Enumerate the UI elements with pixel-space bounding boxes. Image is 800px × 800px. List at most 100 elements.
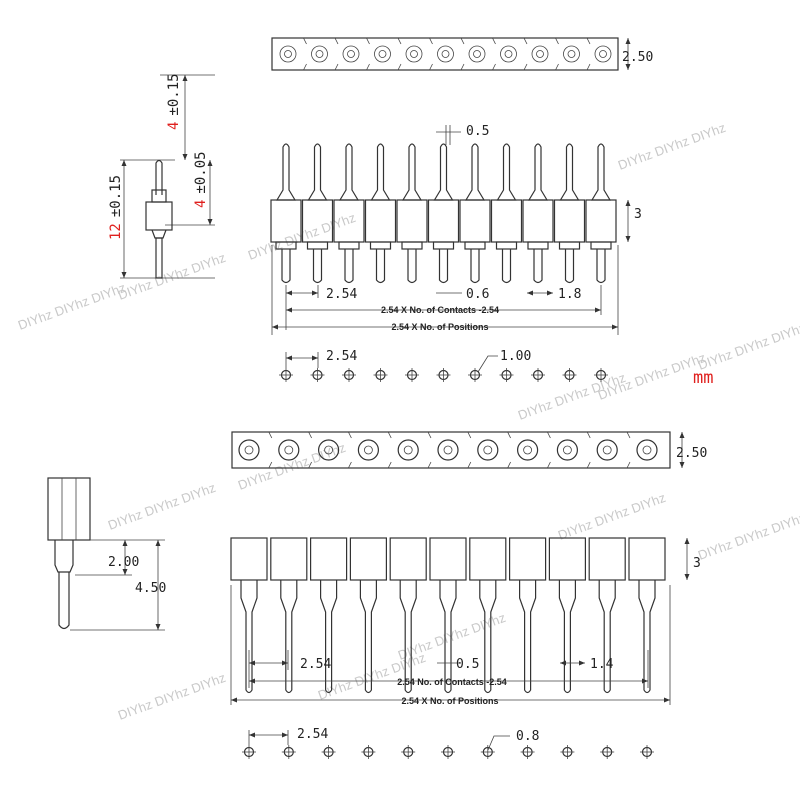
male-strip-hole-inner	[599, 50, 607, 58]
male-housing	[585, 199, 617, 243]
male-pin-lower	[344, 249, 354, 284]
male-1.8-dim-arrow	[547, 290, 553, 296]
female-strip-hole-inner	[403, 445, 413, 455]
male-pin-upper	[559, 143, 580, 201]
strip-notch	[429, 37, 433, 45]
female-housing	[389, 537, 427, 581]
female-housing	[429, 537, 467, 581]
male-collar	[590, 241, 612, 250]
female-pin	[439, 580, 457, 694]
female-strip-hole	[556, 439, 579, 461]
male-pin-upper	[590, 143, 612, 201]
strip-notch	[555, 63, 559, 71]
male-pitch-dim-arrow	[312, 290, 318, 296]
female-positions-dim-arrow	[231, 697, 237, 703]
male-collar	[495, 241, 518, 250]
male-housing	[396, 199, 428, 243]
male-strip-hole	[405, 45, 423, 63]
side-mid-dim-arrow	[207, 219, 213, 225]
svg-text:12±0.15: 12±0.15	[108, 175, 124, 240]
female-strip-hole	[477, 439, 499, 461]
male-collar	[275, 241, 297, 250]
male-pin-lower	[281, 249, 291, 284]
female-housing	[310, 537, 348, 581]
male-strip-hole-inner	[347, 50, 355, 58]
strip-notch	[427, 461, 432, 469]
female-strip-hole	[516, 439, 539, 461]
male-strip-hole	[311, 45, 328, 63]
female-strip-height-dim-arrow	[679, 462, 685, 468]
male-strip-hole	[374, 45, 391, 63]
male-pin-lower	[596, 249, 606, 284]
strip-notch	[507, 431, 511, 439]
side-tail-dim-arrow	[155, 540, 161, 546]
male-pitch-label: 2.54	[326, 287, 357, 302]
male-pin-upper	[527, 143, 549, 201]
female-fp-pitch-dim-arrow	[249, 732, 255, 738]
female-pin	[479, 580, 497, 694]
male-strip-hole	[563, 45, 580, 63]
strip-notch	[303, 63, 307, 71]
male-pin-lower	[533, 249, 543, 284]
strip-notch	[507, 461, 511, 469]
male-collar	[369, 241, 392, 250]
strip-notch	[523, 37, 528, 45]
side-pin-bottom	[155, 237, 163, 279]
strip-notch	[397, 37, 402, 45]
female-1.4-dim-arrow	[579, 660, 585, 666]
strip-notch	[387, 431, 392, 439]
male-pin-upper	[401, 143, 423, 201]
strip-notch	[626, 461, 631, 469]
female-strip-hole	[238, 439, 260, 461]
male-pin-lower	[312, 249, 323, 284]
male-strip-hole-inner	[315, 50, 324, 58]
strip-notch	[460, 63, 465, 71]
strip-notch	[523, 63, 528, 71]
female-pin	[598, 580, 616, 694]
female-tail-width-label: 1.4	[590, 657, 614, 672]
svg-text:4±0.15: 4±0.15	[166, 73, 182, 130]
male-positions-dim-arrow	[272, 324, 278, 330]
female-strip-height-label: 2.50	[676, 446, 707, 461]
male-pin-lower	[407, 249, 417, 284]
female-strip-hole-inner	[363, 445, 373, 455]
male-collar	[338, 241, 360, 250]
watermark-text: DIYhz DIYhz DIYhz	[556, 490, 668, 543]
female-strip-hole-inner	[443, 445, 453, 455]
male-collar	[432, 241, 455, 250]
side-top-dim-arrow	[182, 75, 188, 81]
total-length-value: 12	[108, 223, 124, 240]
male-strip-hole-inner	[410, 50, 418, 58]
side-socket-shoulder	[54, 540, 74, 573]
female-strip-hole	[278, 439, 300, 461]
strip-notch	[348, 461, 352, 469]
side-pin-top	[155, 159, 163, 195]
female-strip-hole-inner	[642, 445, 652, 455]
strip-notch	[467, 461, 472, 469]
male-pin-upper	[275, 143, 297, 201]
top-length-tolerance: ±0.15	[166, 73, 182, 115]
male-housing-width-label: 1.8	[558, 287, 581, 302]
male-pin-upper	[496, 143, 517, 201]
female-pin	[558, 580, 576, 694]
watermark-text: DIYhz DIYhz DIYhz	[696, 320, 800, 373]
female-contacts-dim-arrow	[642, 678, 648, 684]
side-taper	[151, 229, 167, 239]
female-hole-diameter-label: 0.8	[516, 729, 539, 744]
male-pitch-dim-arrow	[286, 290, 292, 296]
male-pin-width-label: 0.5	[466, 124, 489, 139]
strip-notch	[492, 37, 496, 45]
strip-notch	[268, 431, 273, 439]
strip-notch	[547, 431, 551, 439]
female-pin	[320, 580, 338, 694]
male-pin-upper	[370, 143, 391, 201]
female-pin	[359, 580, 377, 694]
female-pin	[638, 580, 656, 694]
side-tail-dim-arrow	[155, 624, 161, 630]
male-strip-hole	[279, 45, 297, 63]
watermark-text: DIYhz DIYhz DIYhz	[616, 120, 728, 173]
female-strip-hole-inner	[602, 445, 612, 455]
male-collar	[306, 241, 329, 250]
strip-notch	[348, 431, 352, 439]
